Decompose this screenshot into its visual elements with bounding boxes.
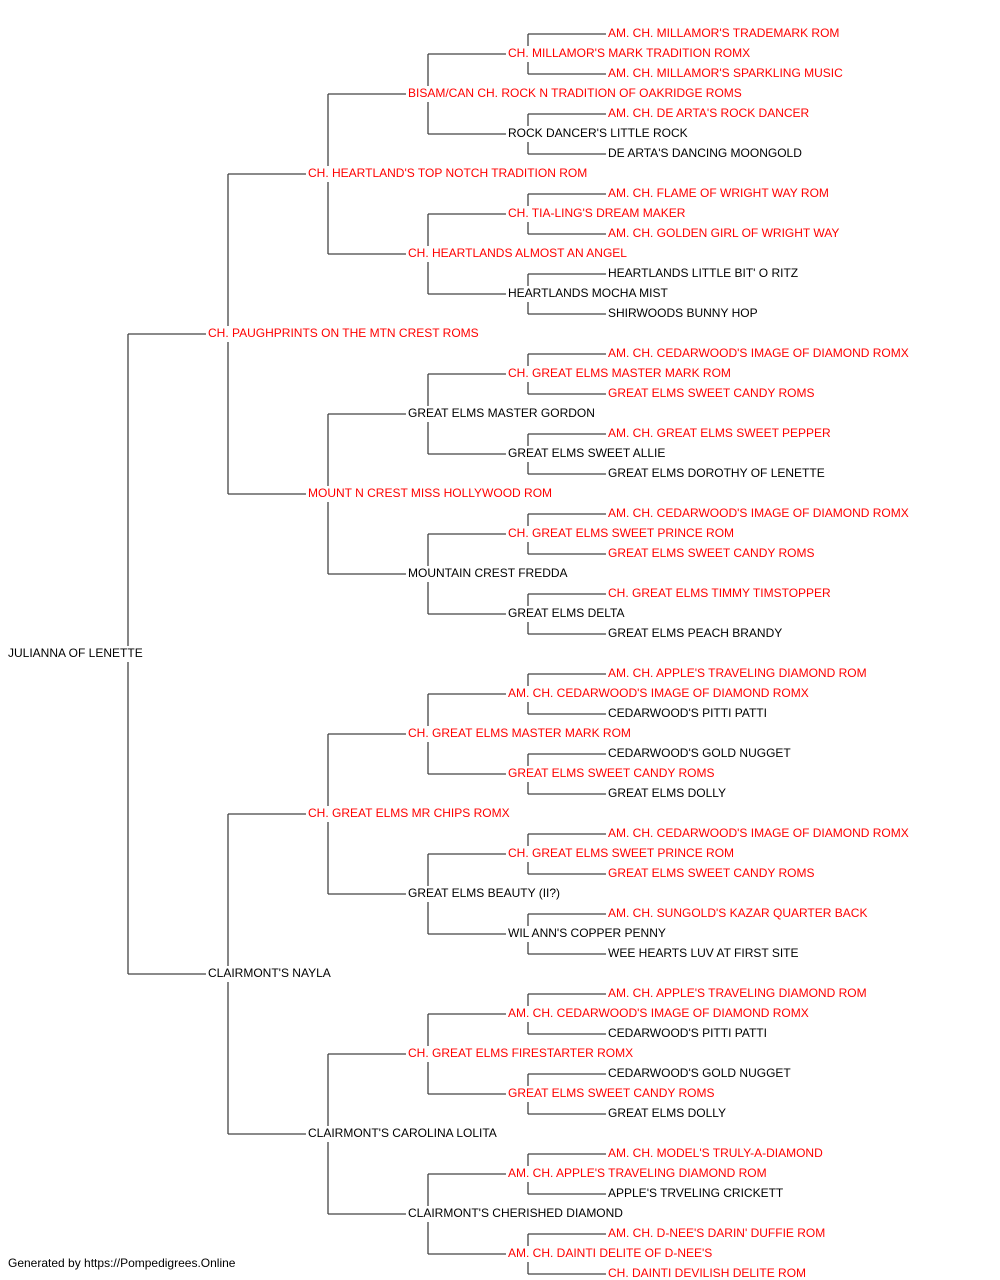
ancestor-name: AM. CH. GOLDEN GIRL OF WRIGHT WAY (608, 226, 839, 240)
ancestor-name: CEDARWOOD'S PITTI PATTI (608, 1026, 767, 1040)
ancestor-name: AM. CH. D-NEE'S DARIN' DUFFIE ROM (608, 1226, 825, 1240)
ancestor-name: CH. GREAT ELMS MR CHIPS ROMX (308, 806, 510, 820)
ancestor-name: CH. TIA-LING'S DREAM MAKER (508, 206, 686, 220)
ancestor-name: MOUNT N CREST MISS HOLLYWOOD ROM (308, 486, 552, 500)
ancestor-name: MOUNTAIN CREST FREDDA (408, 566, 568, 580)
ancestor-name: AM. CH. APPLE'S TRAVELING DIAMOND ROM (508, 1166, 767, 1180)
ancestor-name: AM. CH. SUNGOLD'S KAZAR QUARTER BACK (608, 906, 867, 920)
ancestor-name: CH. MILLAMOR'S MARK TRADITION ROMX (508, 46, 750, 60)
ancestor-name: AM. CH. FLAME OF WRIGHT WAY ROM (608, 186, 829, 200)
ancestor-name: CH. GREAT ELMS MASTER MARK ROM (508, 366, 731, 380)
ancestor-name: AM. CH. CEDARWOOD'S IMAGE OF DIAMOND ROM… (508, 1006, 809, 1020)
ancestor-name: CEDARWOOD'S GOLD NUGGET (608, 746, 791, 760)
ancestor-name: CH. PAUGHPRINTS ON THE MTN CREST ROMS (208, 326, 479, 340)
ancestor-name: HEARTLANDS LITTLE BIT' O RITZ (608, 266, 798, 280)
ancestor-name: GREAT ELMS BEAUTY (II?) (408, 886, 560, 900)
ancestor-name: CH. GREAT ELMS SWEET PRINCE ROM (508, 846, 734, 860)
ancestor-name: ROCK DANCER'S LITTLE ROCK (508, 126, 688, 140)
ancestor-name: AM. CH. MILLAMOR'S SPARKLING MUSIC (608, 66, 843, 80)
ancestor-name: AM. CH. APPLE'S TRAVELING DIAMOND ROM (608, 986, 867, 1000)
ancestor-name: GREAT ELMS SWEET CANDY ROMS (508, 766, 714, 780)
ancestor-name: CH. GREAT ELMS SWEET PRINCE ROM (508, 526, 734, 540)
ancestor-name: AM. CH. MODEL'S TRULY-A-DIAMOND (608, 1146, 823, 1160)
ancestor-name: AM. CH. CEDARWOOD'S IMAGE OF DIAMOND ROM… (608, 826, 909, 840)
ancestor-name: AM. CH. DE ARTA'S ROCK DANCER (608, 106, 810, 120)
ancestor-name: DE ARTA'S DANCING MOONGOLD (608, 146, 802, 160)
ancestor-name: AM. CH. CEDARWOOD'S IMAGE OF DIAMOND ROM… (608, 346, 909, 360)
ancestor-name: GREAT ELMS DELTA (508, 606, 624, 620)
ancestor-name: AM. CH. GREAT ELMS SWEET PEPPER (608, 426, 831, 440)
ancestor-name: CH. HEARTLANDS ALMOST AN ANGEL (408, 246, 627, 260)
ancestor-name: CEDARWOOD'S GOLD NUGGET (608, 1066, 791, 1080)
ancestor-name: CH. DAINTI DEVILISH DELITE ROM (608, 1266, 806, 1280)
ancestor-name: BISAM/CAN CH. ROCK N TRADITION OF OAKRID… (408, 86, 742, 100)
ancestor-name: AM. CH. CEDARWOOD'S IMAGE OF DIAMOND ROM… (508, 686, 809, 700)
ancestor-name: WEE HEARTS LUV AT FIRST SITE (608, 946, 799, 960)
ancestor-name: GREAT ELMS PEACH BRANDY (608, 626, 782, 640)
subject-dog-name: JULIANNA OF LENETTE (8, 646, 143, 660)
ancestor-name: GREAT ELMS MASTER GORDON (408, 406, 595, 420)
ancestor-name: AM. CH. CEDARWOOD'S IMAGE OF DIAMOND ROM… (608, 506, 909, 520)
ancestor-name: CH. GREAT ELMS TIMMY TIMSTOPPER (608, 586, 831, 600)
ancestor-name: CLAIRMONT'S CAROLINA LOLITA (308, 1126, 497, 1140)
ancestor-name: AM. CH. MILLAMOR'S TRADEMARK ROM (608, 26, 839, 40)
ancestor-name: GREAT ELMS SWEET CANDY ROMS (608, 546, 814, 560)
ancestor-name: GREAT ELMS SWEET ALLIE (508, 446, 665, 460)
ancestor-name: GREAT ELMS SWEET CANDY ROMS (608, 386, 814, 400)
ancestor-name: WIL ANN'S COPPER PENNY (508, 926, 666, 940)
ancestor-name: GREAT ELMS DOROTHY OF LENETTE (608, 466, 825, 480)
ancestor-name: AM. CH. DAINTI DELITE OF D-NEE'S (508, 1246, 712, 1260)
ancestor-name: AM. CH. APPLE'S TRAVELING DIAMOND ROM (608, 666, 867, 680)
ancestor-name: HEARTLANDS MOCHA MIST (508, 286, 668, 300)
ancestor-name: CLAIRMONT'S NAYLA (208, 966, 331, 980)
ancestor-name: GREAT ELMS SWEET CANDY ROMS (508, 1086, 714, 1100)
ancestor-name: CH. GREAT ELMS MASTER MARK ROM (408, 726, 631, 740)
generated-by-footer: Generated by https://Pompedigrees.Online (8, 1256, 236, 1270)
ancestor-name: APPLE'S TRVELING CRICKETT (608, 1186, 784, 1200)
ancestor-name: GREAT ELMS SWEET CANDY ROMS (608, 866, 814, 880)
ancestor-name: CLAIRMONT'S CHERISHED DIAMOND (408, 1206, 623, 1220)
ancestor-name: CH. GREAT ELMS FIRESTARTER ROMX (408, 1046, 633, 1060)
ancestor-name: CEDARWOOD'S PITTI PATTI (608, 706, 767, 720)
ancestor-name: CH. HEARTLAND'S TOP NOTCH TRADITION ROM (308, 166, 587, 180)
ancestor-name: GREAT ELMS DOLLY (608, 786, 726, 800)
ancestor-name: GREAT ELMS DOLLY (608, 1106, 726, 1120)
ancestor-name: SHIRWOODS BUNNY HOP (608, 306, 758, 320)
